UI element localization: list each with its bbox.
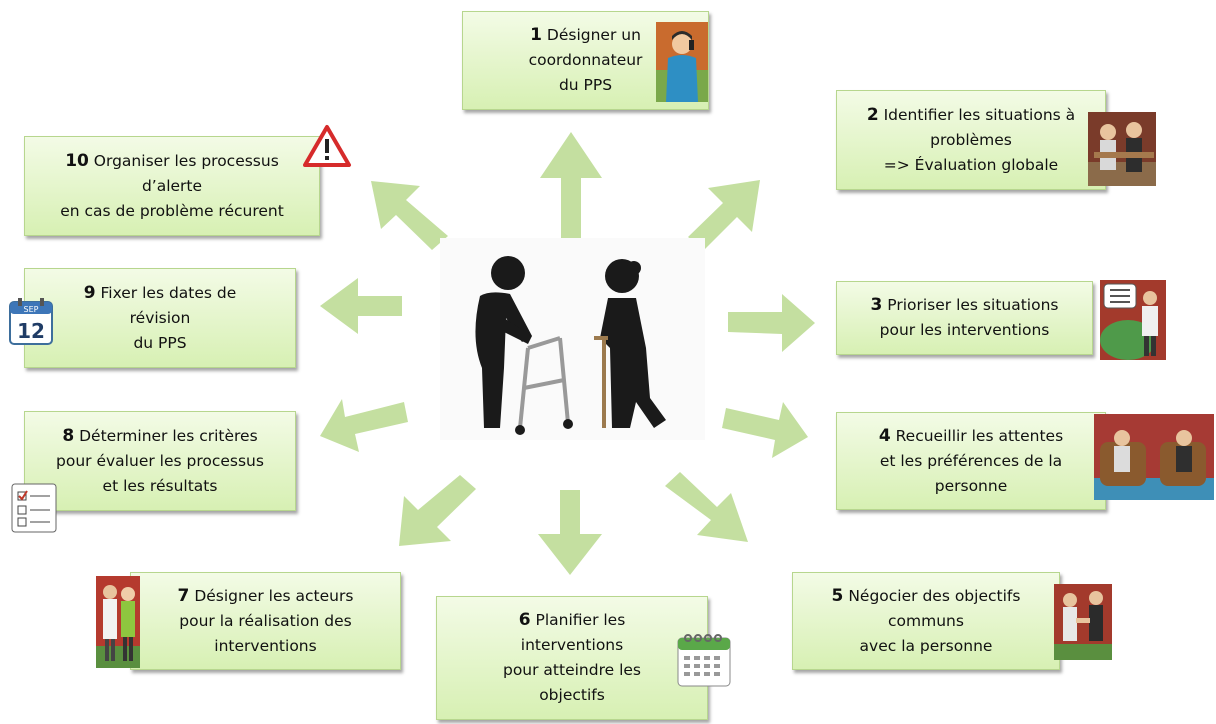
arrow-to-step-3 <box>728 294 815 352</box>
step-text: pour atteindre les <box>502 661 642 679</box>
step-text: pour les interventions <box>879 321 1050 339</box>
step-8-box: 8 Déterminer les critères pour évaluer l… <box>24 411 296 511</box>
step-6-box: 6 Planifier les interventions pour attei… <box>436 596 708 720</box>
step-number: 9 <box>83 282 96 303</box>
step-text: et les résultats <box>102 476 218 495</box>
step-3-box: 3 Prioriser les situations pour les inte… <box>836 281 1093 355</box>
step-10-box: 10 Organiser les processus d’alerte en c… <box>24 136 320 236</box>
step-text: pour évaluer les processus <box>56 451 264 470</box>
step-number: 7 <box>177 585 190 606</box>
step-text: et les préférences de la <box>879 451 1063 470</box>
step-number: 2 <box>866 104 879 125</box>
arrow-to-step-6 <box>538 490 602 575</box>
arrow-to-step-4 <box>722 402 808 458</box>
step-text: Identifier les situations à <box>883 105 1076 124</box>
step-number: 10 <box>65 150 89 171</box>
step-number: 3 <box>870 295 883 315</box>
step-text: Déterminer les critères <box>79 426 258 445</box>
step-number: 8 <box>62 425 75 446</box>
step-text: Recueillir les attentes <box>895 426 1064 445</box>
calendar-day-label: 12 <box>17 319 45 343</box>
step-text: révision <box>129 308 191 327</box>
arrow-to-step-1 <box>540 132 602 240</box>
step-text: en cas de problème récurent <box>60 201 284 220</box>
checklist-icon <box>10 482 58 534</box>
step-text: d’alerte <box>141 176 203 195</box>
step-number: 6 <box>518 610 531 630</box>
handshake-icon <box>1054 584 1112 660</box>
warning-icon <box>302 124 352 168</box>
arrow-to-step-8 <box>320 399 408 452</box>
arrow-to-step-10 <box>371 181 448 250</box>
step-text: => Évaluation globale <box>883 155 1059 174</box>
step-number: 4 <box>878 425 891 446</box>
step-text: communs <box>888 611 964 630</box>
step-text: coordonnateur <box>528 51 643 69</box>
consultation-icon <box>1088 112 1156 186</box>
calendar-date-icon: SEP 12 <box>8 296 54 346</box>
step-text: Prioriser les situations <box>887 296 1059 314</box>
arrow-to-step-9 <box>320 278 402 334</box>
step-text: Désigner un <box>546 26 641 44</box>
step-text: Négocier des objectifs <box>848 586 1021 605</box>
doctor-checklist-icon <box>1100 280 1166 360</box>
armchair-meeting-icon <box>1094 414 1214 500</box>
arrow-to-step-2 <box>688 180 760 250</box>
step-text: du PPS <box>558 76 613 94</box>
step-text: Planifier les <box>535 611 626 629</box>
step-number: 1 <box>530 25 542 45</box>
step-text: problèmes <box>930 130 1012 149</box>
elderly-couple-icon <box>440 238 705 440</box>
step-2-box: 2 Identifier les situations à problèmes … <box>836 90 1106 190</box>
step-7-box: 7 Désigner les acteurs pour la réalisati… <box>130 572 401 670</box>
arrow-to-step-7 <box>399 475 476 546</box>
step-5-box: 5 Négocier des objectifs communs avec la… <box>792 572 1060 670</box>
woman-phone-icon <box>656 22 708 102</box>
step-text: avec la personne <box>859 636 993 655</box>
step-4-box: 4 Recueillir les attentes et les préfére… <box>836 412 1106 510</box>
step-9-box: 9 Fixer les dates de révision du PPS <box>24 268 296 368</box>
step-text: objectifs <box>539 686 605 704</box>
calendar-icon <box>676 630 732 688</box>
step-text: Organiser les processus <box>93 151 279 170</box>
step-text: du PPS <box>133 333 187 352</box>
step-text: interventions <box>214 636 317 655</box>
step-text: Fixer les dates de <box>100 283 237 302</box>
step-text: interventions <box>520 636 624 654</box>
step-text: Désigner les acteurs <box>194 586 354 605</box>
step-number: 5 <box>831 585 844 606</box>
calendar-month-label: SEP <box>24 305 39 314</box>
doctor-nurse-icon <box>96 576 140 668</box>
arrow-to-step-5 <box>665 472 748 542</box>
step-text: personne <box>934 476 1008 495</box>
step-text: pour la réalisation des <box>179 611 352 630</box>
